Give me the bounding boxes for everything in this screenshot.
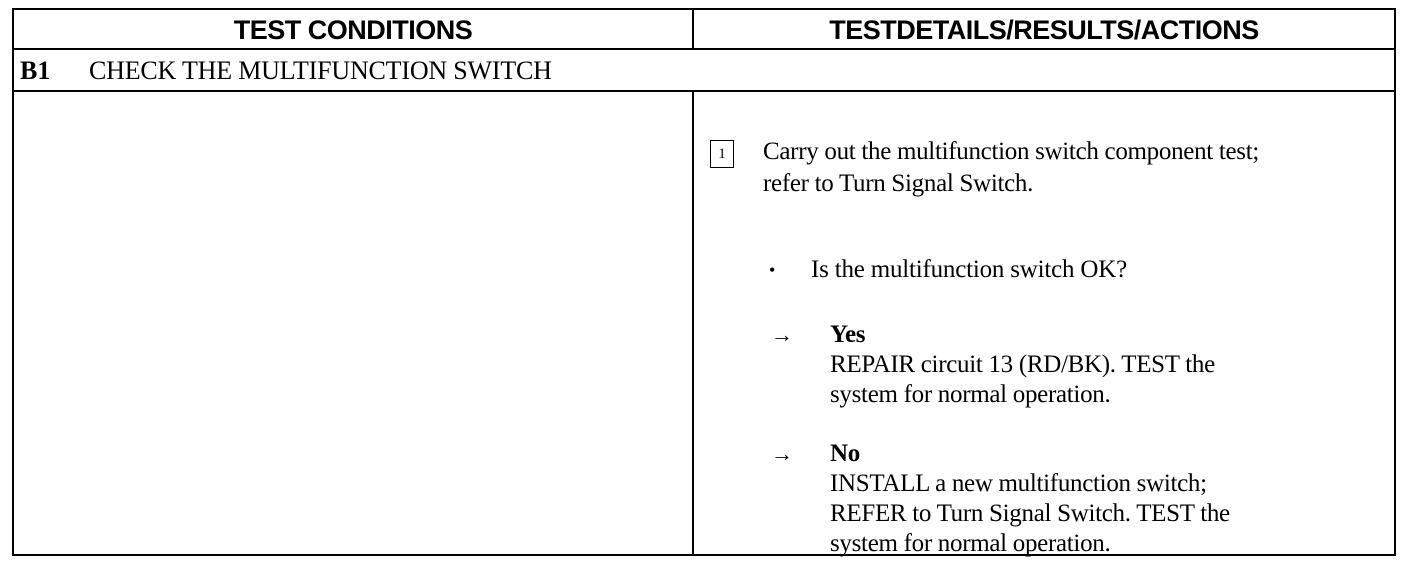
answer-no: No INSTALL a new multifunction switch; R… (830, 439, 1390, 559)
test-conditions-cell (14, 92, 694, 554)
answer-line: system for normal operation. (830, 530, 1111, 557)
answer-line: INSTALL a new multifunction switch; (830, 470, 1207, 497)
header-test-conditions: TEST CONDITIONS (14, 10, 694, 48)
instruction-line: Carry out the multifunction switch compo… (763, 138, 1260, 165)
answer-line: REFER to Turn Signal Switch. TEST the (830, 500, 1230, 527)
test-details-cell: 1 Carry out the multifunction switch com… (694, 92, 1394, 557)
diagnostic-table: TEST CONDITIONS TESTDETAILS/RESULTS/ACTI… (12, 8, 1396, 557)
instruction-line: refer to Turn Signal Switch. (763, 170, 1034, 197)
arrow-right-icon: → (771, 322, 793, 347)
question-text: Is the multifunction switch OK? (811, 256, 1127, 283)
answer-yes: Yes REPAIR circuit 13 (RD/BK). TEST the … (830, 320, 1390, 410)
table-header: TEST CONDITIONS TESTDETAILS/RESULTS/ACTI… (14, 10, 1394, 50)
arrow-right-icon: → (771, 441, 793, 466)
answer-line: system for normal operation. (830, 381, 1111, 408)
step-row: B1 CHECK THE MULTIFUNCTION SWITCH (14, 50, 1394, 92)
bullet-icon: • (769, 260, 776, 280)
header-test-details: TESTDETAILS/RESULTS/ACTIONS (829, 15, 1259, 45)
answer-label: Yes (830, 321, 866, 348)
step-title: CHECK THE MULTIFUNCTION SWITCH (89, 56, 552, 85)
instruction-text: Carry out the multifunction switch compo… (763, 136, 1403, 200)
answer-line: REPAIR circuit 13 (RD/BK). TEST the (830, 351, 1215, 378)
step-id: B1 (20, 56, 51, 85)
step-number-box: 1 (710, 140, 734, 168)
answer-label: No (830, 440, 860, 467)
